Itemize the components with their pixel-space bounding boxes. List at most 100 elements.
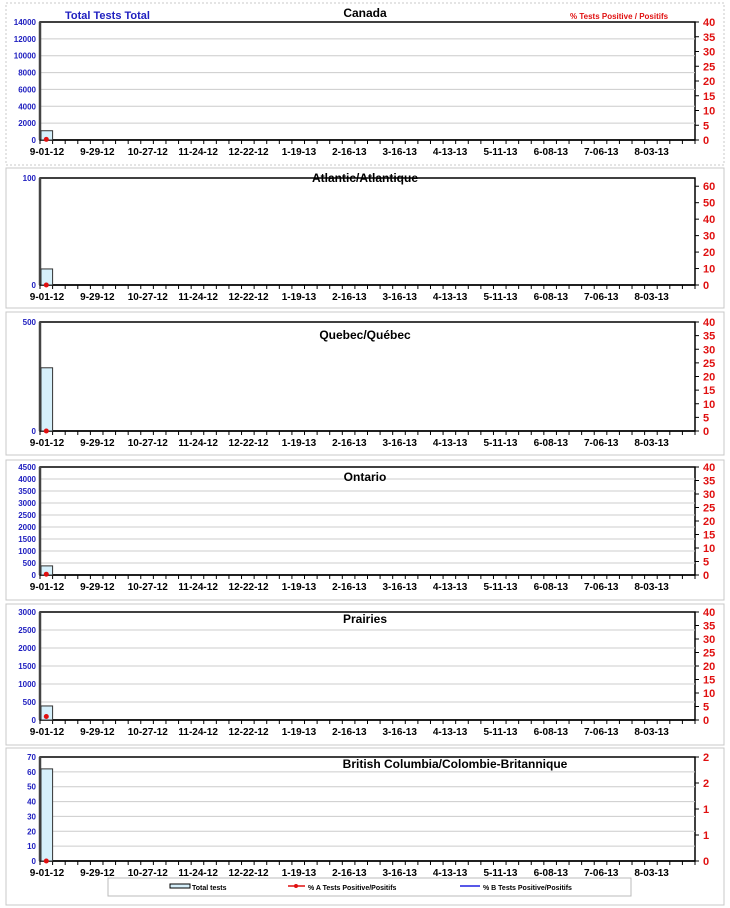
y-tick-label: 3000 xyxy=(18,608,36,617)
x-tick-label: 7-06-13 xyxy=(584,438,619,449)
x-tick-label: 2-16-13 xyxy=(332,438,367,449)
y-tick-label: 1500 xyxy=(18,662,36,671)
y-tick-label: 30 xyxy=(27,812,36,821)
x-tick-label: 12-22-12 xyxy=(229,727,269,738)
right-axis-title: % Tests Positive / Positifs xyxy=(570,12,669,21)
y-tick-label: 10000 xyxy=(14,52,37,61)
y2-tick-label: 2 xyxy=(703,778,709,790)
chart-panel-5: 0500100015002000250030000510152025303540… xyxy=(5,603,725,746)
y2-tick-label: 0 xyxy=(703,856,709,868)
x-tick-label: 11-24-12 xyxy=(178,582,218,593)
y-tick-label: 3500 xyxy=(18,487,36,496)
y-tick-label: 0 xyxy=(32,857,37,866)
x-tick-label: 10-27-12 xyxy=(128,582,168,593)
y2-tick-label: 30 xyxy=(703,344,715,356)
x-tick-label: 12-22-12 xyxy=(229,582,269,593)
x-tick-label: 9-01-12 xyxy=(30,868,65,879)
x-tick-label: 9-01-12 xyxy=(30,438,65,449)
y2-tick-label: 30 xyxy=(703,47,715,59)
legend-label: % B Tests Positive/Positifs xyxy=(483,885,572,892)
x-tick-label: 2-16-13 xyxy=(332,147,367,158)
x-tick-label: 1-19-13 xyxy=(282,292,317,303)
x-tick-label: 7-06-13 xyxy=(584,147,619,158)
x-tick-label: 6-08-13 xyxy=(534,438,569,449)
x-tick-label: 4-13-13 xyxy=(433,147,468,158)
x-tick-label: 6-08-13 xyxy=(534,582,569,593)
x-tick-label: 1-19-13 xyxy=(282,727,317,738)
legend-swatch-total-tests xyxy=(169,883,191,889)
y-tick-label: 10 xyxy=(27,842,36,851)
y-tick-label: 0 xyxy=(32,571,37,580)
y-tick-label: 2000 xyxy=(18,119,36,128)
panel-border xyxy=(5,167,725,309)
x-tick-label: 10-27-12 xyxy=(128,438,168,449)
y-tick-label: 4000 xyxy=(18,102,36,111)
y2-tick-label: 5 xyxy=(703,557,709,569)
y2-tick-label: 10 xyxy=(703,688,715,700)
y-tick-label: 12000 xyxy=(14,35,37,44)
y2-tick-label: 40 xyxy=(703,17,715,29)
y2-tick-label: 1 xyxy=(703,804,709,816)
x-tick-label: 7-06-13 xyxy=(584,727,619,738)
y2-tick-label: 0 xyxy=(703,135,709,147)
x-tick-label: 11-24-12 xyxy=(178,147,218,158)
x-tick-label: 9-01-12 xyxy=(30,582,65,593)
y2-tick-label: 0 xyxy=(703,570,709,582)
y2-tick-label: 5 xyxy=(703,412,709,424)
x-tick-label: 1-19-13 xyxy=(282,582,317,593)
panel-border xyxy=(5,311,725,456)
x-tick-label: 10-27-12 xyxy=(128,292,168,303)
x-tick-label: 12-22-12 xyxy=(229,438,269,449)
y-tick-label: 1000 xyxy=(18,547,36,556)
y2-tick-label: 2 xyxy=(703,752,709,764)
y2-tick-label: 35 xyxy=(703,476,715,488)
y2-tick-label: 1 xyxy=(703,830,709,842)
y2-tick-label: 10 xyxy=(703,264,715,276)
y2-tick-label: 0 xyxy=(703,280,709,292)
x-tick-label: 8-03-13 xyxy=(634,438,669,449)
point-pct-a-positive xyxy=(43,713,49,719)
x-tick-label: 9-01-12 xyxy=(30,147,65,158)
y-tick-label: 500 xyxy=(23,559,37,568)
x-tick-label: 2-16-13 xyxy=(332,582,367,593)
chart-title: Atlantic/Atlantique xyxy=(312,171,418,185)
x-tick-label: 8-03-13 xyxy=(634,868,669,879)
y2-tick-label: 15 xyxy=(703,530,715,542)
left-axis-title: Total Tests Total xyxy=(65,10,150,22)
x-tick-label: 10-27-12 xyxy=(128,727,168,738)
x-tick-label: 5-11-13 xyxy=(484,868,518,879)
y-tick-label: 70 xyxy=(27,753,36,762)
y2-tick-label: 20 xyxy=(703,661,715,673)
x-tick-label: 12-22-12 xyxy=(229,868,269,879)
x-tick-label: 6-08-13 xyxy=(534,292,569,303)
y2-tick-label: 40 xyxy=(703,214,715,226)
chart-title: Canada xyxy=(343,6,387,20)
x-tick-label: 7-06-13 xyxy=(584,582,619,593)
chart-title: Quebec/Québec xyxy=(319,328,411,342)
y2-tick-label: 35 xyxy=(703,621,715,633)
y2-tick-label: 0 xyxy=(703,426,709,438)
legend: Total tests% A Tests Positive/Positifs% … xyxy=(107,877,632,897)
chart-title: Prairies xyxy=(343,612,387,626)
y2-tick-label: 10 xyxy=(703,106,715,118)
y2-tick-label: 20 xyxy=(703,247,715,259)
bar-total-tests xyxy=(40,768,54,862)
x-tick-label: 4-13-13 xyxy=(433,868,468,879)
y-tick-label: 6000 xyxy=(18,85,36,94)
y2-tick-label: 30 xyxy=(703,634,715,646)
y2-tick-label: 30 xyxy=(703,231,715,243)
y-tick-label: 500 xyxy=(23,318,37,327)
y-tick-label: 2500 xyxy=(18,511,36,520)
y2-tick-label: 5 xyxy=(703,120,709,132)
y2-tick-label: 40 xyxy=(703,462,715,474)
y2-tick-label: 0 xyxy=(703,715,709,727)
y2-tick-label: 10 xyxy=(703,543,715,555)
x-tick-label: 4-13-13 xyxy=(433,438,468,449)
x-tick-label: 9-29-12 xyxy=(80,147,115,158)
x-tick-label: 9-29-12 xyxy=(80,868,115,879)
x-tick-label: 9-29-12 xyxy=(80,582,115,593)
x-tick-label: 5-11-13 xyxy=(484,582,518,593)
x-tick-label: 4-13-13 xyxy=(433,727,468,738)
